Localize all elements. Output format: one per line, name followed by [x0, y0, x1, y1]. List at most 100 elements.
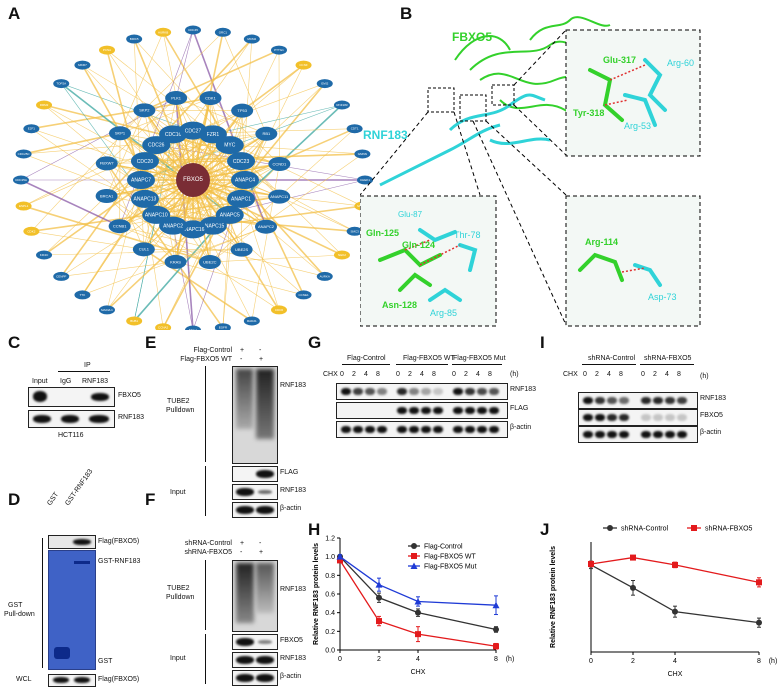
i-group-fbxo5: shRNA-FBXO5: [644, 355, 692, 362]
data-point: [493, 626, 499, 633]
series-line: [590, 564, 760, 624]
g-group-mut: Flag-FBXO5 Mut: [453, 355, 506, 362]
time-point-label: 4: [476, 371, 480, 378]
svg-text:CCNA2: CCNA2: [158, 326, 169, 330]
panel-letter-j: J: [540, 520, 550, 539]
data-point: [415, 631, 421, 638]
svg-text:SKP2: SKP2: [139, 108, 150, 113]
data-point: [493, 643, 499, 650]
network-node: CENPF: [53, 271, 70, 281]
residue-arg85: Arg-85: [430, 308, 458, 318]
data-point: [415, 609, 421, 616]
blot-band: [677, 414, 687, 421]
svg-text:ANAPC7: ANAPC7: [131, 178, 151, 184]
c-cell-line: HCT116: [58, 432, 84, 439]
blot-band: [341, 388, 351, 395]
network-node: PLK1: [165, 90, 188, 105]
f-input-label: Input: [170, 655, 186, 662]
svg-text:CDC23: CDC23: [233, 159, 250, 165]
network-node: BRCA1: [95, 189, 118, 204]
f-row-shrna-fbxo5: shRNA-FBXO5: [184, 549, 232, 556]
blot-band: [477, 407, 487, 414]
svg-text:CCNB1: CCNB1: [113, 224, 127, 229]
e-sign: +: [240, 347, 245, 354]
blot-band: [409, 407, 419, 414]
blot-band: [653, 431, 663, 438]
i-right-actin: β-actin: [700, 429, 722, 436]
network-node: ANAPC1: [227, 189, 256, 208]
blot-band: [397, 407, 407, 414]
svg-text:KIF2C: KIF2C: [40, 253, 49, 257]
data-point: [588, 561, 594, 567]
blot-band: [433, 407, 443, 414]
e-right-rnf183-input: RNF183: [280, 487, 307, 494]
network-node: CDK2: [23, 226, 40, 236]
c-lane-rnf183: RNF183: [82, 378, 109, 385]
time-point-label: 0: [641, 371, 645, 378]
blot-band: [641, 414, 651, 421]
network-node: CCNB1: [108, 219, 131, 234]
x-tick-label: 0: [589, 658, 593, 665]
e-row-flag-fbxo5: Flag-FBXO5 WT: [180, 356, 232, 363]
f-row-shrna-control: shRNA-Control: [184, 540, 232, 547]
network-node: MCM2: [243, 34, 260, 44]
fbxo5-label: FBXO5: [452, 30, 493, 44]
data-point: [607, 525, 613, 531]
network-node: CDK1: [199, 91, 222, 106]
blot-band: [353, 426, 363, 433]
blot-band: [365, 426, 375, 433]
c-row-fbxo5: FBXO5: [118, 392, 141, 399]
d-wcl-label: WCL: [16, 676, 32, 683]
f-right-rnf183: RNF183: [280, 586, 307, 593]
blot-band: [641, 431, 651, 438]
panel-letter-h: H: [308, 520, 321, 539]
network-node: MAD2L1: [99, 305, 115, 315]
time-point-label: 0: [340, 371, 344, 378]
e-row-flag-control: Flag-Control: [193, 347, 232, 354]
data-point: [492, 601, 500, 609]
residue-glu87: Glu-87: [398, 210, 423, 219]
d-lane-gst: GST: [46, 491, 61, 507]
time-point-label: 8: [376, 371, 380, 378]
blot-band: [607, 414, 617, 421]
time-point-label: 0: [452, 371, 456, 378]
blot-band: [641, 397, 651, 404]
svg-text:PCNA: PCNA: [103, 48, 111, 52]
data-point: [410, 562, 418, 569]
svg-text:CDC26: CDC26: [148, 143, 165, 149]
legend-label: Flag-Control: [424, 544, 463, 551]
g-unit: (h): [510, 371, 519, 378]
svg-text:CDC27: CDC27: [185, 128, 202, 134]
d-pulldown-label-a: GST: [8, 602, 23, 609]
blot-band: [397, 426, 407, 433]
i-right-fbxo5: FBXO5: [700, 412, 723, 419]
blot-band: [665, 414, 675, 421]
panel-letter-d: D: [8, 490, 21, 509]
svg-text:KRAS: KRAS: [170, 259, 181, 264]
rnf183-label: RNF183: [363, 128, 408, 142]
c-blot-fbxo5: [28, 387, 115, 407]
panel-letter-b: B: [400, 4, 413, 23]
blot-band: [477, 426, 487, 433]
svg-text:MAD2L1: MAD2L1: [101, 308, 113, 312]
f-right-rnf183-input: RNF183: [280, 655, 307, 662]
y-tick-label: 0.2: [325, 629, 335, 636]
x-axis-label: CHX: [411, 669, 426, 676]
network-node: CHEK1: [357, 175, 373, 185]
svg-text:ORC1: ORC1: [219, 30, 228, 34]
residue-gln124: Gln-124: [402, 240, 436, 250]
d-lane-gst-rnf183: GST-RNF183: [64, 468, 95, 507]
i-right-rnf183: RNF183: [700, 395, 727, 402]
blot-band: [465, 407, 475, 414]
network-node: RRM2: [36, 100, 53, 110]
x-unit-label: (h): [769, 658, 778, 665]
svg-text:CDC25A: CDC25A: [15, 178, 27, 182]
time-point-label: 0: [396, 371, 400, 378]
blot-band: [607, 431, 617, 438]
x-tick-label: 8: [494, 656, 498, 663]
network-node: PTTG1: [271, 45, 287, 55]
blot-band: [453, 388, 463, 395]
f-pulldown-label: Pulldown: [166, 594, 195, 601]
network-node: ORC1: [214, 27, 231, 37]
